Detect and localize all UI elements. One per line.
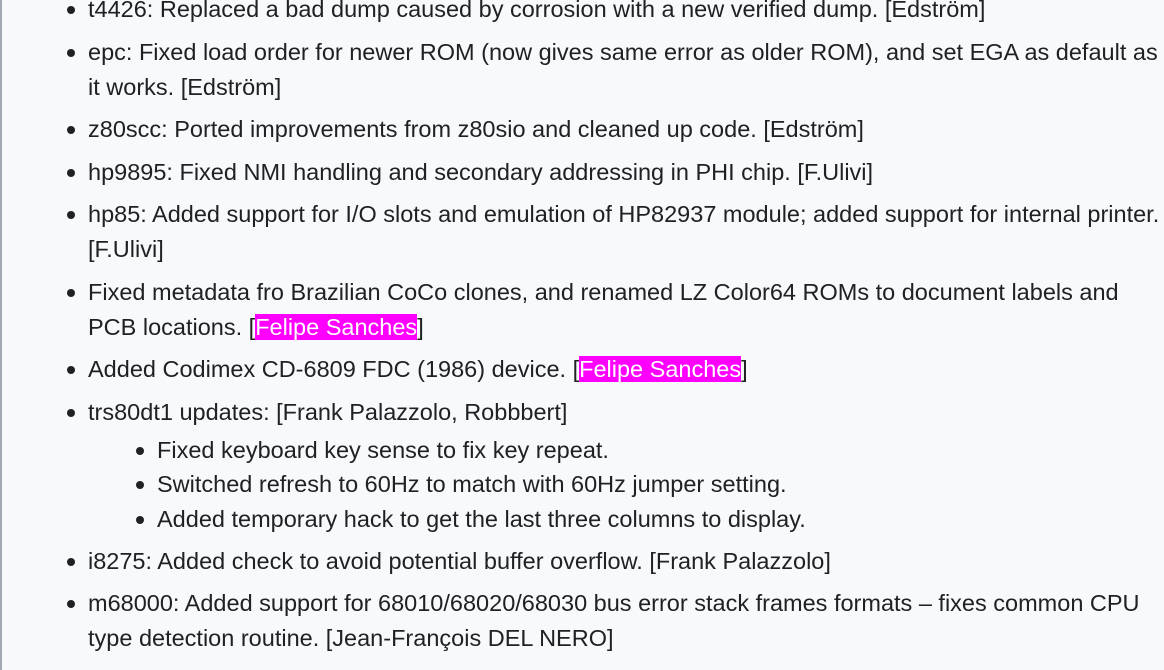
list-item-text: z80scc: Ported improvements from z80sio … [88,116,864,142]
bullet-icon [67,557,75,566]
list-item-text: t4426: Replaced a bad dump caused by cor… [88,0,986,22]
bullet-icon [67,366,75,374]
sub-list-item-text: Switched refresh to 60Hz to match with 6… [157,471,787,497]
list-item: trs80dt1 updates: [Frank Palazzolo, Robb… [0,395,1160,537]
sub-list-item: Switched refresh to 60Hz to match with 6… [88,467,1160,502]
sub-list-item-text: Fixed keyboard key sense to fix key repe… [157,436,609,463]
author-highlight: Felipe Sanches [255,313,418,340]
list-item: z80scc: Ported improvements from z80sio … [0,112,1160,147]
list-item-text: i8275: Added check to avoid potential bu… [88,547,831,574]
list-item-text-pre: Added Codimex CD-6809 FDC (1986) device.… [88,356,580,382]
bullet-icon [67,408,75,417]
sub-list-item: Fixed keyboard key sense to fix key repe… [88,433,1160,468]
list-item-text: m68000: Added support for 68010/68020/68… [88,590,1140,651]
list-item-text: epc: Fixed load order for newer ROM (now… [88,38,1158,100]
list-item: Fixed metadata fro Brazilian CoCo clones… [0,275,1160,345]
bullet-icon [67,126,75,134]
list-item: hp9895: Fixed NMI handling and secondary… [0,155,1160,190]
bullet-icon [136,446,144,455]
list-item-text: trs80dt1 updates: [Frank Palazzolo, Robb… [88,398,568,425]
list-item: i8275: Added check to avoid potential bu… [0,544,1160,579]
sub-list: Fixed keyboard key sense to fix key repe… [88,433,1160,537]
bullet-icon [67,211,75,219]
bullet-icon [67,288,75,297]
list-item-text: hp85: Added support for I/O slots and em… [88,201,1160,262]
content-left-border [0,0,2,670]
list-item-text-post: ] [741,356,748,382]
sub-list-item-text: Added temporary hack to get the last thr… [157,505,806,532]
bullet-icon [67,600,75,608]
bullet-icon [136,481,144,489]
sub-list-item: Added temporary hack to get the last thr… [88,502,1160,537]
list-item: epc: Fixed load order for newer ROM (now… [0,35,1160,105]
author-highlight: Felipe Sanches [579,356,742,382]
bullet-icon [67,48,75,57]
changelog-list: t4426: Replaced a bad dump caused by cor… [0,0,1160,656]
list-item-text: hp9895: Fixed NMI handling and secondary… [88,158,874,185]
list-item: Added Codimex CD-6809 FDC (1986) device.… [0,352,1160,387]
list-item-text-post: ] [417,313,424,340]
bullet-icon [136,515,144,524]
list-item: hp85: Added support for I/O slots and em… [0,197,1160,267]
bullet-icon [67,168,75,177]
bullet-icon [67,6,75,14]
list-item: t4426: Replaced a bad dump caused by cor… [0,0,1160,27]
list-item-text-pre: Fixed metadata fro Brazilian CoCo clones… [88,278,1119,340]
list-item: m68000: Added support for 68010/68020/68… [0,586,1160,656]
